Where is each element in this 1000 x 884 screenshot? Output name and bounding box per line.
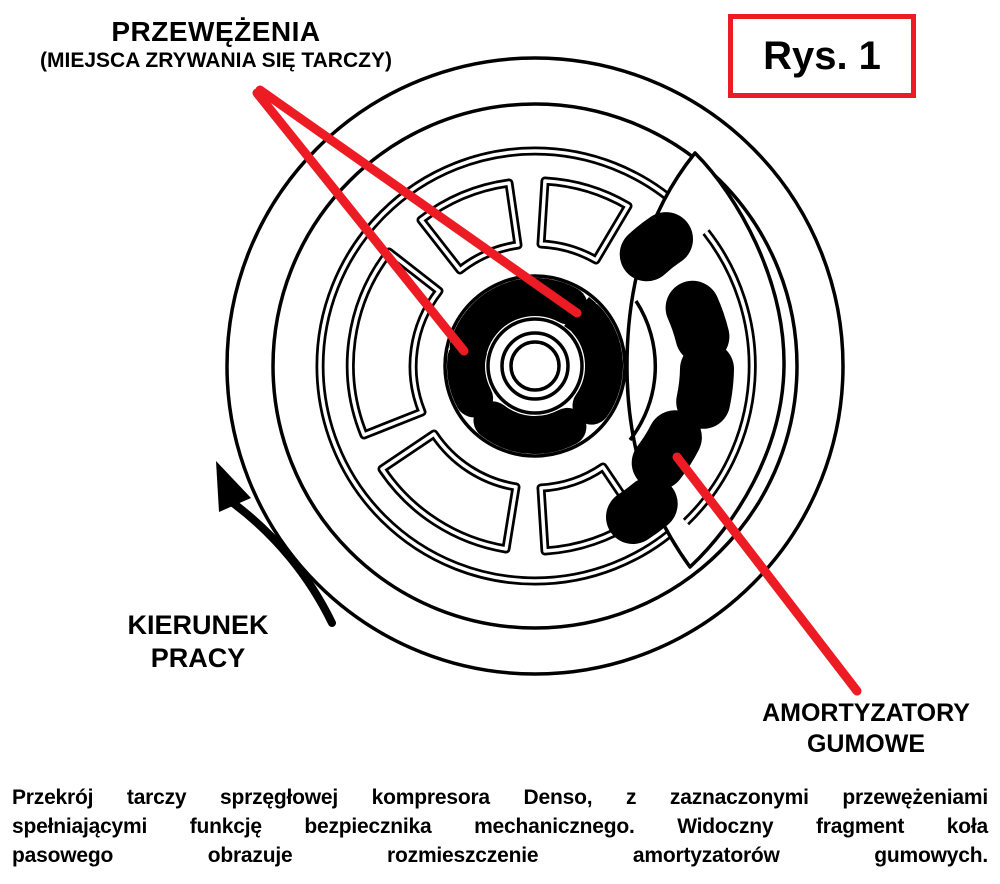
wedge-hub-side-rim: [628, 300, 658, 442]
hub-bore-inner: [509, 340, 561, 392]
figure-number-box: Rys. 1: [728, 14, 916, 98]
caption-line-3: pasowego obrazuje rozmieszczenie amortyz…: [12, 844, 988, 867]
caption-line-1: Przekrój tarczy sprzęgłowej kompresora D…: [12, 786, 988, 809]
figure-caption: Przekrój tarczy sprzęgłowej kompresora D…: [12, 783, 988, 870]
label-amortyzatory-gumowe: AMORTYZATORY GUMOWE: [738, 698, 994, 760]
rotation-arrow-head: [216, 461, 251, 512]
hub-assembly: [443, 274, 627, 458]
leader-line-przewezenie-left: [252, 88, 469, 356]
leader-line-amortyzator: [672, 452, 862, 696]
caption-line-2: spełniającymi funkcję bezpiecznika mecha…: [12, 815, 988, 838]
leader-lines: [252, 85, 862, 696]
label-kierunek-line1: KIERUNEK: [127, 610, 269, 640]
figure-number-label: Rys. 1: [763, 33, 881, 78]
disc-window-left: [345, 247, 444, 440]
hub-damper-blob-bottom: [473, 401, 587, 454]
rubber-damper-2: [665, 280, 730, 364]
pulley-cutaway-wedge: [606, 151, 786, 569]
rotation-arrow-tail: [229, 499, 336, 627]
hub-rim: [443, 274, 627, 458]
leader-line-przewezenie-upper: [255, 85, 582, 318]
label-przewezenia-title: PRZEWĘŻENIA: [111, 16, 321, 47]
pulley-outer-ring: [225, 56, 845, 676]
hub-damper-blob-left: [447, 339, 494, 418]
label-kierunek-line2: PRACY: [150, 643, 246, 673]
disc-window-bottom-left: [377, 429, 521, 554]
rubber-damper-1: [619, 212, 693, 282]
rubber-damper-4: [631, 410, 702, 490]
disc-window-top-right: [536, 176, 633, 265]
label-amortyzatory-line1: AMORTYZATORY: [762, 699, 970, 727]
rubber-damper-3: [676, 342, 734, 429]
rubber-damper-5: [606, 476, 678, 544]
rubber-dampers: [606, 212, 734, 544]
clutch-disc-diagram: [216, 56, 862, 696]
rotation-arrow-icon: [216, 461, 336, 627]
label-amortyzatory-line2: GUMOWE: [806, 730, 926, 758]
wedge-pulley-rim-gap: [684, 230, 754, 524]
neck-break-point-left: [448, 350, 487, 362]
label-przewezenia-subtitle: (MIEJSCA ZRYWANIA SIĘ TARCZY): [40, 49, 392, 72]
label-kierunek-pracy: KIERUNEK PRACY: [112, 609, 284, 675]
pulley-middle-ring: [271, 102, 799, 630]
hub-damper-blob-right: [567, 300, 623, 425]
